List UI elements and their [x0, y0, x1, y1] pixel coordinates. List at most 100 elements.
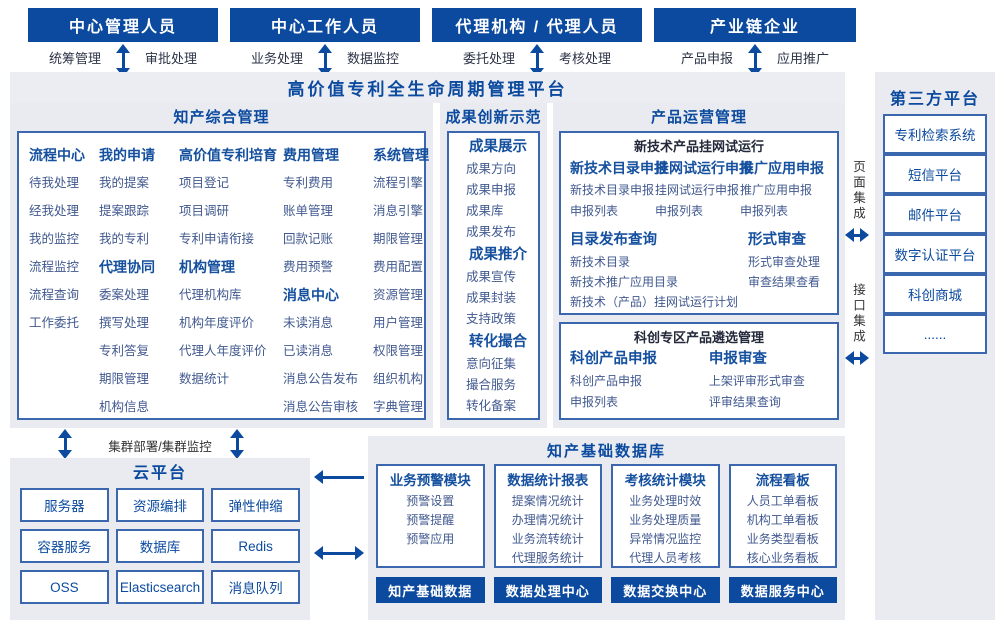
menu-item: 挂网试运行申报 [655, 183, 740, 197]
group-header: 推广应用申报 [740, 160, 824, 176]
menu-item: 评审结果查询 [708, 395, 781, 409]
group-items: 新技术目录新技术推广应用目录新技术（产品）挂网试运行计划 [570, 252, 748, 312]
menu-item: 新技术目录 [570, 255, 631, 269]
leftright-arrow-icon [845, 350, 869, 366]
group-items: 专利费用账单管理回款记账费用预警 [283, 169, 373, 281]
menu-item: 意向征集 [466, 357, 517, 371]
section-product-operation: 产品运营管理 新技术产品挂网试运行 新技术目录申报 新技术目录申报申报列表 挂网… [553, 103, 845, 428]
menu-item: 推广应用申报 [740, 183, 813, 197]
menu-item: 流程查询 [29, 288, 80, 302]
role-industry-enterprise: 产业链企业 产品申报 应用推广 [654, 8, 856, 72]
group-header: 目录发布查询 [570, 232, 657, 248]
role-action-label: 统筹管理 [48, 50, 101, 66]
section-ip-comprehensive: 知产综合管理 流程中心 待我处理经我处理我的监控流程监控流程查询工作委托 我的申… [10, 103, 433, 428]
group-items: 未读消息已读消息消息公告发布消息公告审核 [283, 309, 373, 421]
group-header: 转化撮合 [469, 334, 527, 350]
menu-item: 费用配置 [373, 260, 424, 274]
menu-item: 账单管理 [283, 204, 334, 218]
menu-item: 成果申报 [466, 183, 517, 197]
group-header: 我的申请 [99, 147, 155, 163]
cloud-service-box: OSS [20, 570, 109, 604]
data-center-bar: 数据服务中心 [728, 577, 837, 603]
menu-item: 费用预警 [283, 260, 334, 274]
cloud-service-box: 弹性伸缩 [211, 488, 300, 522]
module-items: 业务处理时效业务处理质量异常情况监控代理人员考核 [613, 492, 718, 568]
group-items: 成果方向成果申报成果库成果发布 [449, 159, 538, 243]
module-header: 数据统计报表 [507, 473, 589, 488]
group-items: 挂网试运行申报申报列表 [655, 180, 740, 222]
menu-item: 转化备案 [466, 399, 517, 413]
menu-item: 支持政策 [466, 312, 517, 326]
third-party-box: 数字认证平台 [883, 234, 987, 274]
menu-item: 经我处理 [29, 204, 80, 218]
leftright-arrow-icon [845, 227, 869, 243]
group-promotion-apply: 推广应用申报 推广应用申报申报列表 [740, 157, 828, 222]
menu-item: 成果封装 [466, 291, 517, 305]
section-title: 产品运营管理 [650, 109, 747, 126]
module-process-board: 流程看板 人员工单看板机构工单看板业务类型看板核心业务看板 [728, 464, 837, 568]
menu-item: 字典管理 [373, 400, 424, 414]
menu-item: 回款记账 [283, 232, 334, 246]
menu-item: 期限管理 [99, 372, 150, 386]
menu-item: 新技术（产品）挂网试运行计划 [570, 295, 739, 309]
role-agency: 代理机构 / 代理人员 委托处理 考核处理 [432, 8, 642, 72]
group-items: 上架评审形式审查评审结果查询 [709, 371, 828, 413]
menu-item: 异常情况监控 [629, 532, 702, 546]
menu-item: 代理机构库 [179, 288, 242, 302]
menu-item: 科创产品申报 [570, 374, 643, 388]
role-center-staff: 中心工作人员 业务处理 数据监控 [230, 8, 420, 72]
group-items: 项目登记项目调研专利申请衔接 [179, 169, 283, 253]
menu-item: 申报列表 [740, 204, 789, 218]
menu-item: 提案情况统计 [511, 494, 584, 508]
subbox-sci-tech-selection: 科创专区产品遴选管理 科创产品申报 科创产品申报申报列表 申报审查 上架评审形式… [559, 322, 839, 420]
menu-item: 我的专利 [99, 232, 150, 246]
menu-item: 期限管理 [373, 232, 424, 246]
module-items: 人员工单看板机构工单看板业务类型看板核心业务看板 [731, 492, 836, 568]
group-formal-review: 形式审查 形式审查处理审查结果查看 [748, 229, 828, 312]
group-scitech-product-apply: 科创产品申报 科创产品申报申报列表 [570, 348, 709, 413]
group-catalog-query: 目录发布查询 新技术目录新技术推广应用目录新技术（产品）挂网试运行计划 [570, 229, 748, 312]
subbox-title: 新技术产品挂网试运行 [633, 139, 764, 154]
menu-item: 业务处理质量 [629, 513, 702, 527]
role-title-bar: 产业链企业 [654, 8, 856, 42]
menu-item: 提案跟踪 [99, 204, 150, 218]
role-action-label: 业务处理 [250, 50, 303, 66]
menu-item: 上架评审形式审查 [708, 374, 805, 388]
group-header: 代理协同 [99, 259, 155, 275]
section-ip-database: 知产基础数据库 业务预警模块 预警设置预警提醒预警应用 数据统计报表 提案情况统… [368, 436, 845, 620]
menu-item: 专利答复 [99, 344, 150, 358]
menu-item: 我的提案 [99, 176, 150, 190]
group-header: 机构管理 [179, 259, 235, 275]
platform-title: 高价值专利全生命周期管理平台 [10, 72, 845, 103]
menu-item: 消息公告审核 [283, 400, 359, 414]
menu-item: 申报列表 [570, 395, 619, 409]
data-center-bar: 数据处理中心 [493, 577, 602, 603]
subbox-new-tech-trial: 新技术产品挂网试运行 新技术目录申报 新技术目录申报申报列表 挂网试运行申报 挂… [559, 131, 839, 315]
group-items: 新技术目录申报申报列表 [570, 180, 654, 222]
cluster-label: 集群部署/集群监控 [108, 440, 212, 454]
role-action-label: 应用推广 [777, 50, 830, 66]
column-patent-cultivation: 高价值专利培育 项目登记项目调研专利申请衔接 机构管理 代理机构库机构年度评价代… [179, 141, 283, 418]
group-header: 挂网试运行申报 [655, 160, 753, 176]
ip-comprehensive-box: 流程中心 待我处理经我处理我的监控流程监控流程查询工作委托 我的申请 我的提案提… [17, 131, 429, 421]
menu-item: 已读消息 [283, 344, 334, 358]
menu-item: 专利费用 [283, 176, 334, 190]
group-header: 系统管理 [373, 147, 429, 163]
menu-item: 新技术推广应用目录 [570, 275, 679, 289]
menu-item: 成果方向 [466, 162, 517, 176]
group-items: 推广应用申报申报列表 [740, 180, 828, 222]
leftright-arrow-icon [314, 545, 364, 561]
cloud-service-box: Redis [211, 529, 300, 563]
updown-arrow-icon [229, 429, 245, 459]
menu-item: 业务流转统计 [511, 532, 584, 546]
module-assessment-statistics: 考核统计模块 业务处理时效业务处理质量异常情况监控代理人员考核 [611, 464, 720, 568]
group-items: 意向征集撮合服务转化备案 [449, 354, 538, 417]
menu-item: 机构信息 [99, 400, 150, 414]
group-items: 科创产品申报申报列表 [570, 371, 709, 413]
module-statistics-report: 数据统计报表 提案情况统计办理情况统计业务流转统计代理服务统计 [493, 464, 602, 568]
menu-item: 未读消息 [283, 316, 334, 330]
cloud-service-box: 数据库 [115, 529, 205, 563]
group-header: 费用管理 [283, 147, 339, 163]
